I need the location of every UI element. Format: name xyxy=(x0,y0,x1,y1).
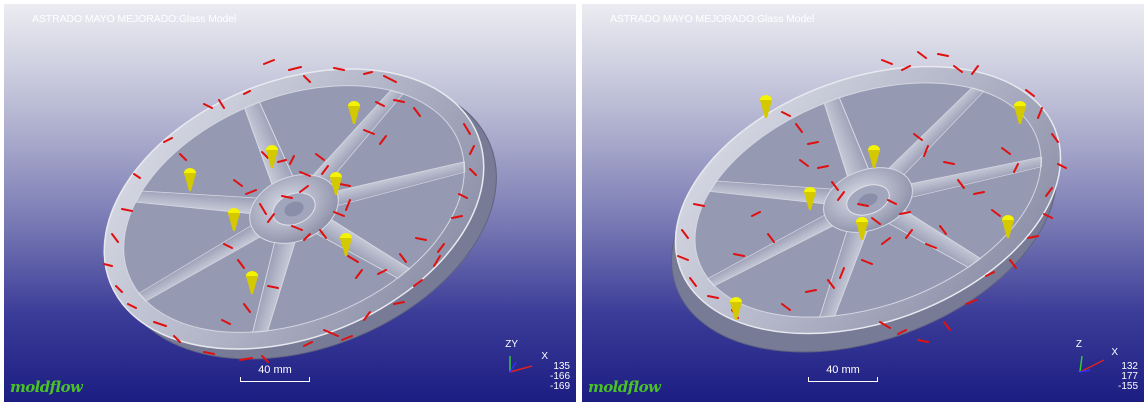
moldflow-logo: moldflow xyxy=(588,378,661,396)
axis-up-label: Z xyxy=(1075,339,1082,350)
moldflow-logo: moldflow xyxy=(10,378,83,396)
coord-y: -166 xyxy=(549,371,570,382)
scale-bar-line xyxy=(808,377,878,382)
coord-x: 132 xyxy=(1121,361,1138,372)
coordinate-readout: 135 -166 -169 xyxy=(550,362,570,392)
weld-lines xyxy=(103,59,477,363)
viewport-left[interactable]: ASTRADO MAYO MEJORADO:Glass Model xyxy=(4,4,576,402)
injection-gates xyxy=(730,95,1026,320)
coord-z: -169 xyxy=(549,381,570,392)
axis-up-label: ZY xyxy=(505,339,518,350)
wheel-right xyxy=(671,65,1062,353)
viewport-title: ASTRADO MAYO MEJORADO:Glass Model xyxy=(32,13,237,25)
wheel-model-render[interactable] xyxy=(582,4,1144,402)
coord-x: 135 xyxy=(553,361,570,372)
viewport-title: ASTRADO MAYO MEJORADO:Glass Model xyxy=(610,13,815,25)
scale-label: 40 mm xyxy=(826,364,860,376)
coord-y: 177 xyxy=(1121,371,1138,382)
injection-gates xyxy=(184,101,360,294)
wheel-model-render[interactable] xyxy=(4,4,576,402)
coordinate-readout: 132 177 -155 xyxy=(1118,362,1138,392)
scale-bar: 40 mm xyxy=(230,364,320,384)
scale-bar-line xyxy=(240,377,310,382)
wheel-left xyxy=(103,68,497,360)
axis-side-label: X xyxy=(1111,347,1118,358)
axis-triad-icon xyxy=(1079,355,1105,373)
viewport-right[interactable]: ASTRADO MAYO MEJORADO:Glass Model xyxy=(582,4,1144,402)
axis-triad-icon xyxy=(509,356,533,373)
scale-label: 40 mm xyxy=(258,364,292,376)
coord-z: -155 xyxy=(1117,381,1138,392)
axis-side-label: X xyxy=(541,351,548,362)
scale-bar: 40 mm xyxy=(798,364,888,384)
weld-lines xyxy=(677,51,1067,343)
